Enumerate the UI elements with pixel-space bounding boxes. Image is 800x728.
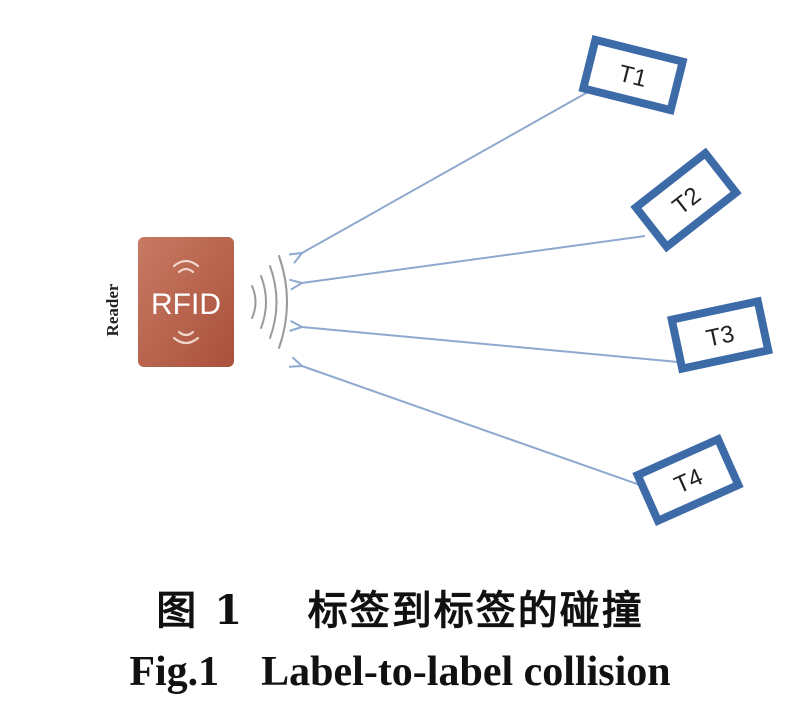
caption-english: Fig.1 Label-to-label collision xyxy=(0,648,800,696)
caption-cn-number: 图 1 xyxy=(156,587,245,634)
tag-t3: T3 xyxy=(667,296,773,374)
tag-t1: T1 xyxy=(578,35,688,115)
rfid-signal-icon xyxy=(172,259,200,345)
arrow-t1 xyxy=(302,91,589,253)
arrow-t4 xyxy=(302,366,641,486)
arrow-t2 xyxy=(302,235,646,283)
arrow-t3 xyxy=(302,327,679,363)
reader-body xyxy=(138,237,234,367)
caption-cn-title: 标签到标签的碰撞 xyxy=(307,587,644,634)
tag-t3-label: T3 xyxy=(704,320,737,352)
signal-arrows xyxy=(302,91,679,486)
reader-chip-label: RFID xyxy=(151,288,221,321)
tag-t2: T2 xyxy=(630,147,742,253)
caption-en-title: Label-to-label collision xyxy=(261,649,671,695)
radio-waves-icon xyxy=(251,255,288,349)
tag-t4: T4 xyxy=(632,433,744,527)
caption-en-number: Fig.1 xyxy=(129,649,220,695)
rfid-reader: RFID xyxy=(138,237,234,367)
reader-side-label: Reader xyxy=(103,283,122,336)
caption-chinese: 图 1 标签到标签的碰撞 xyxy=(0,578,800,636)
tag-t1-label: T1 xyxy=(616,60,650,93)
